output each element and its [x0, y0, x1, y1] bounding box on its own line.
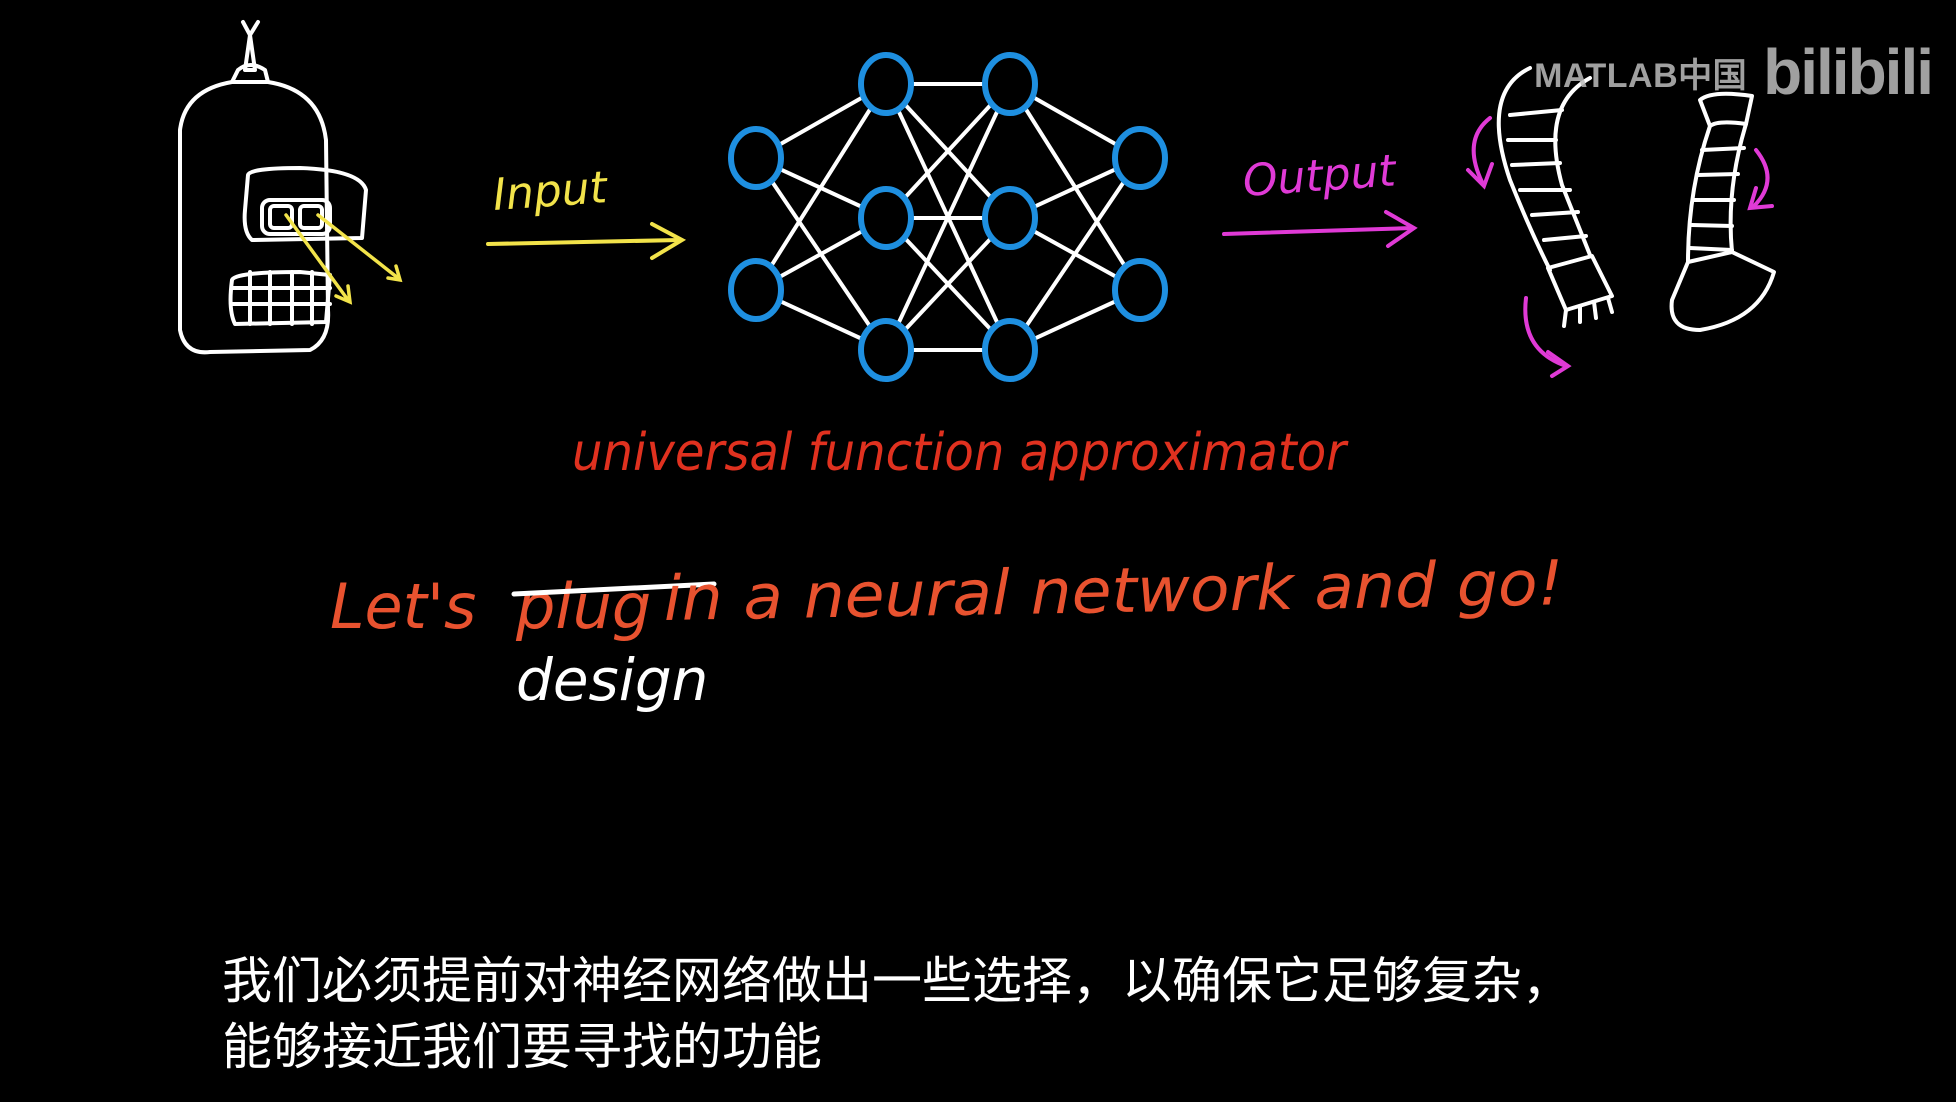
output-arrow: [1222, 210, 1418, 248]
phrase-replacement-word: design: [516, 646, 708, 714]
hidden2-node-2: [982, 186, 1038, 250]
input-arrow: [486, 222, 687, 260]
hidden2-node-3: [982, 318, 1038, 382]
strikethrough-line: [511, 581, 717, 597]
input-node-1: [728, 126, 784, 190]
robot-eye-arrows: [284, 213, 403, 305]
bilibili-logo: bilibili: [1763, 36, 1934, 108]
robot-arm-right-drawing: [1669, 91, 1776, 332]
robot-head-drawing: [178, 20, 368, 355]
subtitle: 我们必须提前对神经网络做出一些选择，以确保它足够复杂， 能够接近我们要寻找的功能: [222, 948, 1572, 1080]
motion-arrows: [1466, 116, 1774, 378]
hidden1-node-2: [858, 186, 914, 250]
output-node-2: [1112, 258, 1168, 322]
channel-watermark: MATLAB中国: [1534, 56, 1748, 95]
network-edges: [754, 82, 1142, 352]
output-node-1: [1112, 126, 1168, 190]
subtitle-line-1: 我们必须提前对神经网络做出一些选择，以确保它足够复杂，: [222, 952, 1572, 1010]
phrase-struck-word: plug: [515, 570, 651, 643]
watermark: MATLAB中国 bilibili: [1534, 36, 1934, 108]
hidden2-node-1: [982, 52, 1038, 116]
hidden1-node-1: [858, 52, 914, 116]
phrase-rest: in a neural network and go!: [663, 546, 1564, 635]
subtitle-line-2: 能够接近我们要寻找的功能: [222, 1018, 822, 1076]
input-node-2: [728, 258, 784, 322]
caption-universal-function-approximator: universal function approximator: [572, 423, 1349, 483]
phrase-lets: Let's: [330, 570, 476, 643]
network-nodes: [728, 52, 1168, 382]
output-label: Output: [1241, 145, 1399, 207]
input-label: Input: [491, 162, 610, 221]
hidden1-node-3: [858, 318, 914, 382]
robot-arm-left-drawing: [1496, 66, 1614, 328]
